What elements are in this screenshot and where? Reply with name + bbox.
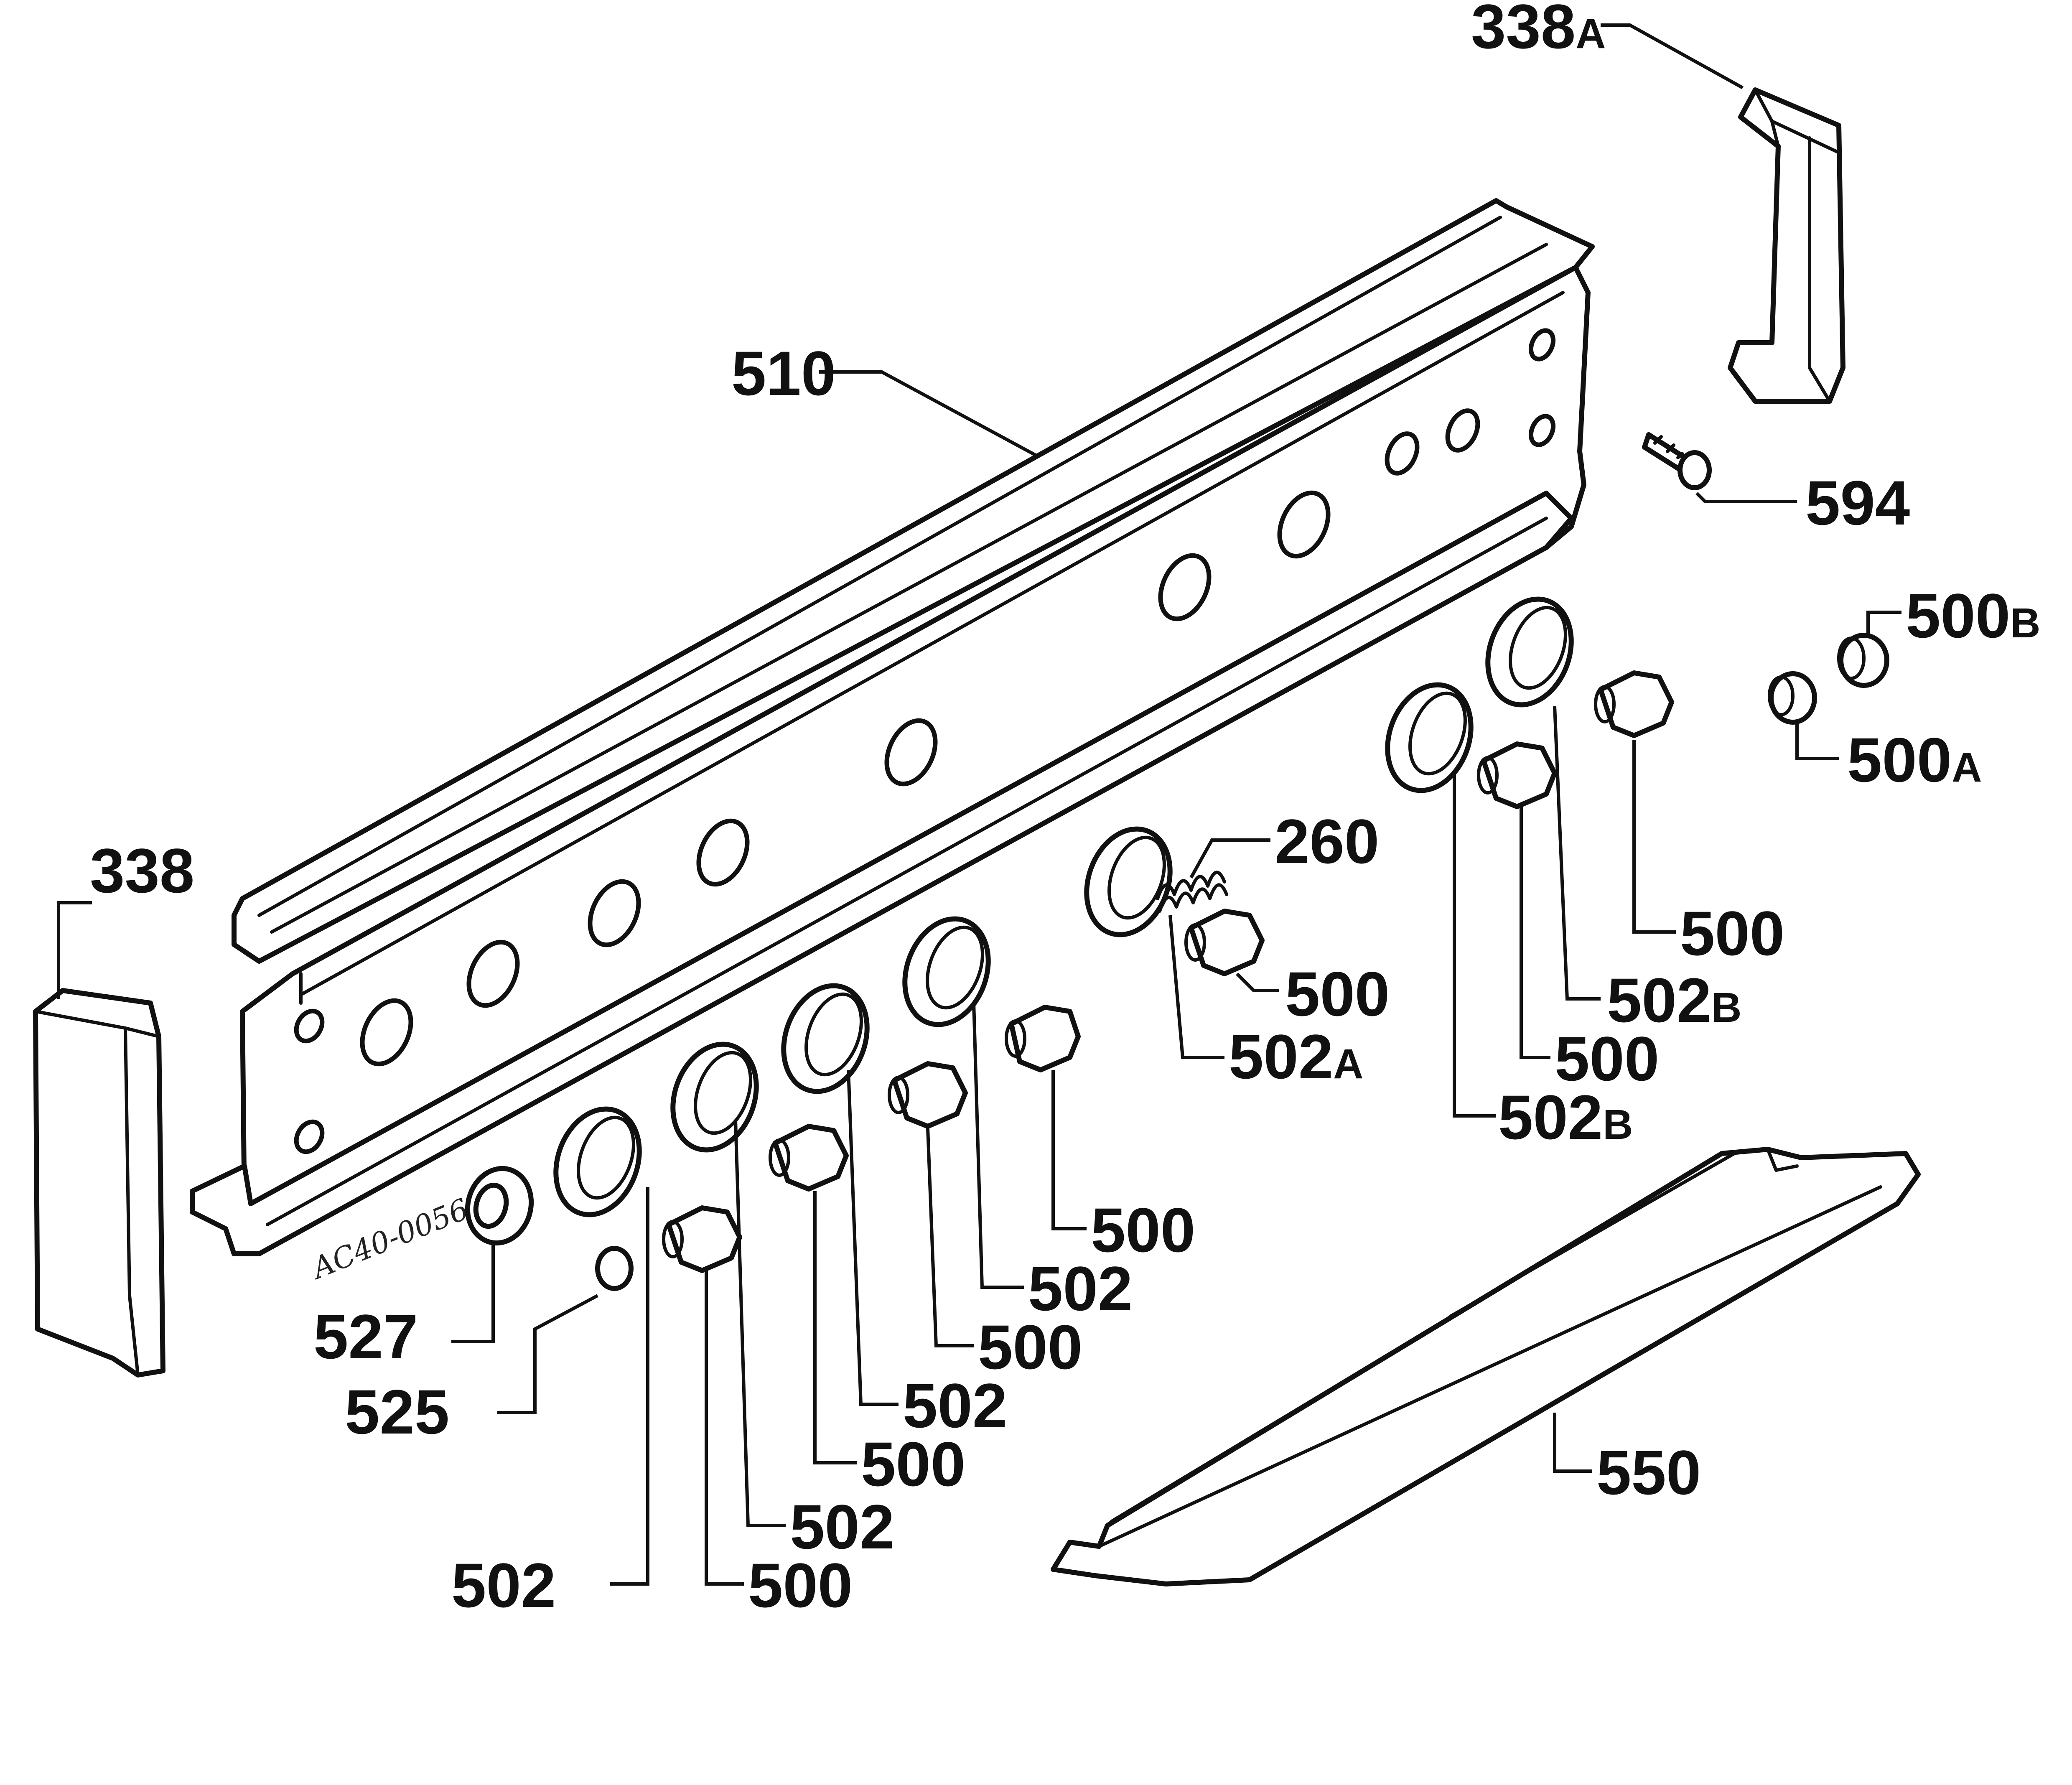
label-500b: 500B <box>1906 581 2041 651</box>
label-338: 338 <box>90 835 194 906</box>
label-594: 594 <box>1805 468 1910 538</box>
part-525-cap <box>595 1246 634 1291</box>
label-510: 510 <box>731 338 836 408</box>
part-500b-cap <box>1837 633 1889 688</box>
label-500-third: 500 <box>978 1312 1082 1382</box>
label-502-fourth: 502 <box>1028 1253 1133 1324</box>
part-510-rail: AC40-00565 <box>190 198 1595 1286</box>
part-594-screw <box>1642 432 1712 490</box>
part-500-knobs <box>662 670 1674 1273</box>
label-502-third: 502 <box>903 1370 1007 1441</box>
label-500-mid-right: 500 <box>1555 1024 1659 1094</box>
label-502b-lower: 502B <box>1498 1082 1633 1152</box>
part-338-end-cap <box>33 988 165 1378</box>
part-260-spring <box>1156 871 1228 913</box>
part-338a-bracket <box>1728 87 1845 404</box>
label-502-first: 502 <box>451 1550 556 1620</box>
leader-lines <box>57 23 1901 1586</box>
callout-labels: 338A 510 594 500B 500A 260 338 500 500 5… <box>90 0 2041 1620</box>
part-550-trim-strip <box>1051 1147 1921 1586</box>
part-527-washer <box>465 1166 534 1246</box>
label-500a: 500A <box>1847 725 1982 795</box>
label-500-standalone: 500 <box>1091 1195 1195 1265</box>
label-500-right: 500 <box>1680 898 1784 968</box>
part-500a-cap <box>1768 671 1817 725</box>
label-502a: 502A <box>1229 1021 1364 1092</box>
label-525: 525 <box>345 1377 449 1447</box>
label-500-second: 500 <box>861 1429 965 1499</box>
label-500-502a-knob: 500 <box>1285 959 1390 1029</box>
label-500-first: 500 <box>748 1550 853 1620</box>
label-550: 550 <box>1596 1437 1701 1507</box>
part-502-rings <box>553 596 1574 1217</box>
label-527: 527 <box>313 1301 418 1372</box>
label-260: 260 <box>1275 806 1379 876</box>
label-502b-upper: 502B <box>1607 965 1742 1035</box>
label-338a: 338A <box>1471 0 1606 61</box>
label-502-second: 502 <box>790 1492 894 1562</box>
